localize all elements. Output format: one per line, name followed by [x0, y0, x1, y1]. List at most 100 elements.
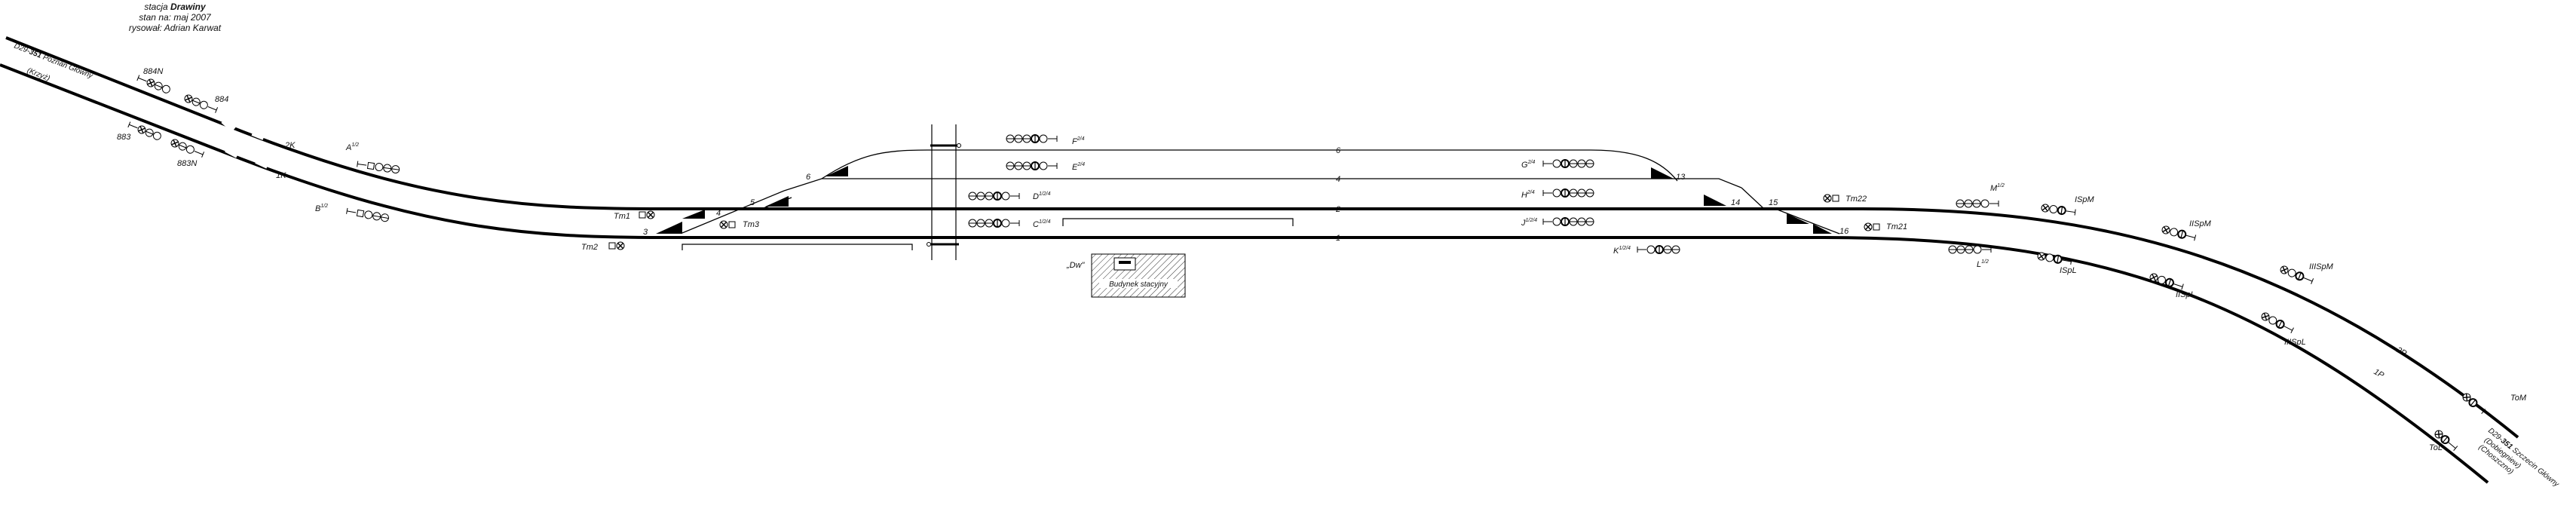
- signal-iispl-lamp-mark: [2167, 278, 2172, 287]
- signal-b-shunt-lamp: [356, 209, 365, 218]
- signal-f-symbol: [1006, 134, 1058, 143]
- track-1-break-2: [255, 158, 269, 169]
- signal-ispm-lamp-cross: [2042, 205, 2049, 211]
- track-2-line: [5, 36, 2519, 439]
- signal-iiispm-lamp-mark: [2297, 272, 2302, 280]
- track-number-6: 6: [1336, 146, 1341, 155]
- signal-label-c: C1/2/4: [1033, 219, 1051, 229]
- header-author: rysował: Adrian Karwat: [129, 23, 222, 33]
- signal-label-b: B1/2: [315, 204, 328, 213]
- signal-label-ispm: ISpM: [2075, 195, 2095, 204]
- signal-ispl-post: [2062, 259, 2072, 262]
- platforms: [682, 218, 1294, 250]
- signal-883-post: [129, 124, 138, 129]
- track-number-2: 2: [1335, 205, 1340, 214]
- switch-14-marker: [1704, 195, 1726, 206]
- signal-h-lamp: [1552, 188, 1561, 198]
- switch-3-marker: [656, 222, 682, 234]
- signal-iiispl-symbol: [2261, 312, 2294, 333]
- signal-tol-lamp-mark: [2442, 436, 2449, 443]
- signal-e-lamp: [1039, 161, 1048, 170]
- signal-iiispm-post-end: [2311, 278, 2314, 284]
- track-numbers: 6 4 2 1 2K 1K 2P 1P: [276, 141, 2409, 381]
- signal-iispl-lamp: [2157, 275, 2166, 284]
- main-tracks: [0, 36, 2519, 484]
- signal-m-symbol: [1956, 199, 1999, 208]
- track-4-line: [783, 178, 1742, 192]
- switch-numbers: 3 4 5 6 13 14 15 16: [643, 173, 1849, 237]
- signal-b-post-end: [346, 207, 348, 214]
- signal-b-lamp: [364, 210, 373, 219]
- signal-label-k: K1/2/4: [1613, 246, 1631, 256]
- signal-883-lamp-bar: [145, 130, 154, 135]
- shunt-tm22-lamp-cross: [1824, 195, 1830, 201]
- header-station-line: stacja Drawiny: [144, 2, 207, 12]
- shunt-tm22-shunt-lamp: [1832, 195, 1839, 202]
- signal-label-g: G2/4: [1521, 160, 1535, 170]
- signal-iiispm-lamp-cross: [2280, 268, 2288, 272]
- signal-884-post: [207, 106, 217, 111]
- switch-5-marker: [765, 196, 789, 207]
- shunt-label-tm1: Tm1: [614, 212, 630, 221]
- signal-a-lamp: [375, 163, 384, 172]
- switch-14-connection: [1741, 187, 1765, 210]
- signal-iispl-lamp-cross: [2150, 275, 2158, 280]
- signal-label-j: J1/2/4: [1521, 218, 1537, 228]
- signal-883-post-end: [127, 121, 131, 128]
- station-building: Budynek stacyjny „Dw": [1066, 253, 1186, 298]
- track-number-2k: 2K: [284, 141, 296, 150]
- platform-central: [1062, 218, 1294, 226]
- signal-label-iispl: IISpL: [2176, 290, 2195, 299]
- signal-b-lamp-bar: [381, 216, 389, 219]
- signal-iispl-post: [2173, 283, 2183, 287]
- track-number-4: 4: [1336, 175, 1340, 184]
- signal-g-symbol: [1542, 159, 1594, 168]
- track-6-line: [821, 149, 1678, 182]
- switch-number-16: 16: [1839, 227, 1849, 236]
- track-number-1k: 1K: [276, 171, 286, 180]
- signal-tom-lamp-cross: [2463, 396, 2470, 399]
- signal-a-post: [357, 163, 367, 166]
- track-number-1p: 1P: [2372, 367, 2386, 380]
- signal-label-e: E2/4: [1072, 162, 1085, 172]
- signal-k-symbol: [1637, 245, 1680, 254]
- station-building-label-bg: [1099, 279, 1178, 288]
- signal-j-lamp: [1552, 217, 1561, 226]
- signal-d-lamp: [1001, 192, 1010, 201]
- switch-number-5: 5: [750, 198, 755, 207]
- signal-label-h: H2/4: [1521, 190, 1535, 200]
- signal-884-lamp-cross: [185, 97, 192, 101]
- signal-tol-symbol: [2434, 430, 2458, 452]
- platform-west: [682, 244, 913, 250]
- signal-883n-lamp-cross: [171, 141, 179, 146]
- signal-label-ispl: ISpL: [2060, 266, 2077, 275]
- signal-iispm-lamp: [2170, 228, 2179, 237]
- crossing-end-bottom: [927, 242, 931, 247]
- signal-884n-lamp-cross: [147, 81, 155, 85]
- signal-ispl-symbol: [2037, 252, 2072, 265]
- level-crossing: [927, 124, 961, 260]
- shunt-tm2-shunt-lamp: [608, 242, 616, 250]
- switch-4-marker: [682, 210, 705, 219]
- signal-883n-symbol: [170, 139, 205, 158]
- signal-tom-symbol: [2462, 393, 2486, 415]
- signal-ispl-lamp-cross: [2038, 253, 2045, 259]
- track-number-1: 1: [1336, 234, 1340, 243]
- switch-13-marker: [1651, 167, 1674, 179]
- shunt-label-tm2: Tm2: [581, 243, 598, 252]
- signal-label-883: 883: [117, 133, 131, 142]
- signal-884-lamp-bar: [192, 100, 201, 104]
- header-date: stan na: maj 2007: [139, 12, 212, 23]
- signal-a-post-end: [357, 161, 359, 167]
- signal-884n-lamp: [161, 84, 170, 93]
- signal-c-lamp: [1001, 219, 1010, 228]
- signal-f-lamp: [1039, 134, 1048, 143]
- signal-883n-post-end: [201, 152, 205, 158]
- shunt-tm1-shunt-lamp: [639, 211, 646, 219]
- shunt-tm21-symbol: [1864, 222, 1880, 231]
- crossing-end-top: [957, 143, 961, 148]
- side-tracks: [682, 149, 1840, 234]
- signal-ispm-symbol: [2041, 204, 2076, 216]
- signal-tom-post: [2476, 405, 2484, 412]
- signal-h-symbol: [1542, 188, 1594, 198]
